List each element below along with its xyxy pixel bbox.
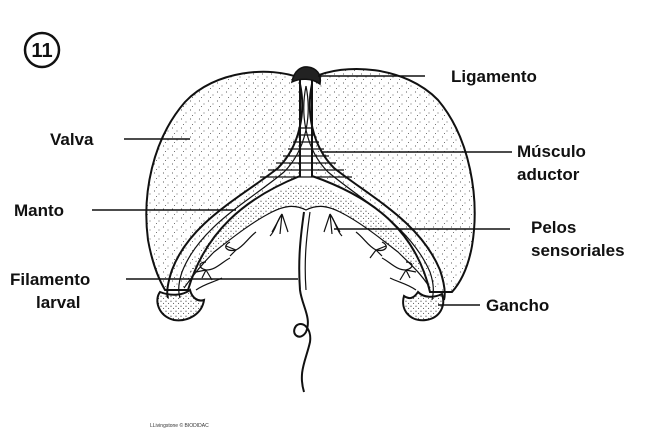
label-valva: Valva — [50, 130, 94, 149]
label-filamento-line1: Filamento — [10, 270, 90, 289]
label-pelos-line1: Pelos — [531, 218, 576, 237]
label-ligamento: Ligamento — [451, 67, 537, 86]
figure-number-badge: 11 — [25, 33, 59, 67]
label-manto: Manto — [14, 201, 64, 220]
label-musculo-line1: Músculo — [517, 142, 586, 161]
figure-number: 11 — [31, 40, 52, 62]
larval-filament — [294, 212, 310, 392]
label-filamento-line2: larval — [36, 293, 80, 312]
image-credit: LLivingstone © BIODIDAC — [150, 422, 209, 429]
left-valve — [146, 72, 300, 290]
label-pelos-line2: sensoriales — [531, 241, 625, 260]
hook-left — [157, 290, 204, 320]
right-valve — [312, 69, 475, 292]
label-musculo-line2: aductor — [517, 165, 580, 184]
label-gancho: Gancho — [486, 296, 549, 315]
hook-right — [403, 292, 443, 320]
